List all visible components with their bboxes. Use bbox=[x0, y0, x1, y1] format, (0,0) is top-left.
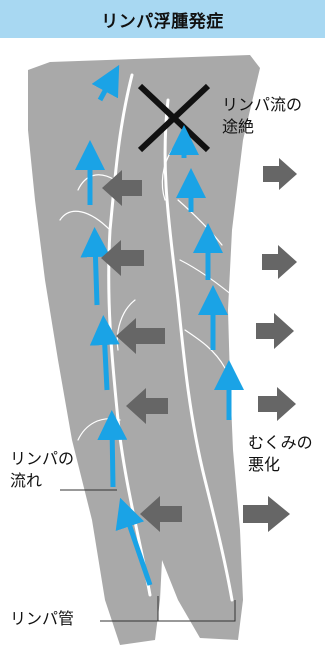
label-lymph-blocked: リンパ流の 途絶 bbox=[222, 95, 303, 136]
left-arrow-icon bbox=[116, 318, 165, 354]
diagram-title: リンパ浮腫発症 bbox=[101, 11, 224, 32]
up-arrow-icon bbox=[115, 497, 153, 586]
title-bar: リンパ浮腫発症 bbox=[0, 0, 325, 38]
left-arrow-icon bbox=[140, 496, 182, 532]
lymph-vessel-right bbox=[163, 98, 234, 602]
left-arrow-icon bbox=[101, 240, 144, 276]
lymph-flow-arrows bbox=[75, 64, 244, 586]
right-arrow-icon bbox=[262, 245, 297, 279]
label-lymph-vessel: リンパ管 bbox=[10, 609, 75, 628]
up-arrow-icon bbox=[97, 410, 128, 488]
leg-diagram bbox=[28, 55, 297, 645]
lymph-vessel-branch bbox=[77, 174, 116, 191]
swelling-arrows-right bbox=[243, 158, 297, 532]
left-arrow-icon bbox=[126, 388, 168, 424]
swelling-arrows-left bbox=[101, 170, 182, 532]
up-arrow-icon bbox=[91, 64, 120, 102]
leader-lines bbox=[60, 489, 236, 622]
right-arrow-icon bbox=[256, 313, 294, 349]
right-arrow-icon bbox=[243, 496, 290, 532]
label-swelling-worsening: むくみの 悪化 bbox=[248, 433, 313, 474]
left-arrow-icon bbox=[102, 170, 142, 206]
up-arrow-icon bbox=[89, 315, 120, 391]
lymph-vessel-branch bbox=[59, 210, 111, 231]
label-lymph-flow: リンパの 流れ bbox=[10, 449, 75, 490]
up-arrow-icon bbox=[80, 227, 111, 306]
leg-silhouette bbox=[28, 55, 260, 645]
right-arrow-icon bbox=[263, 158, 297, 190]
right-arrow-icon bbox=[258, 387, 296, 421]
